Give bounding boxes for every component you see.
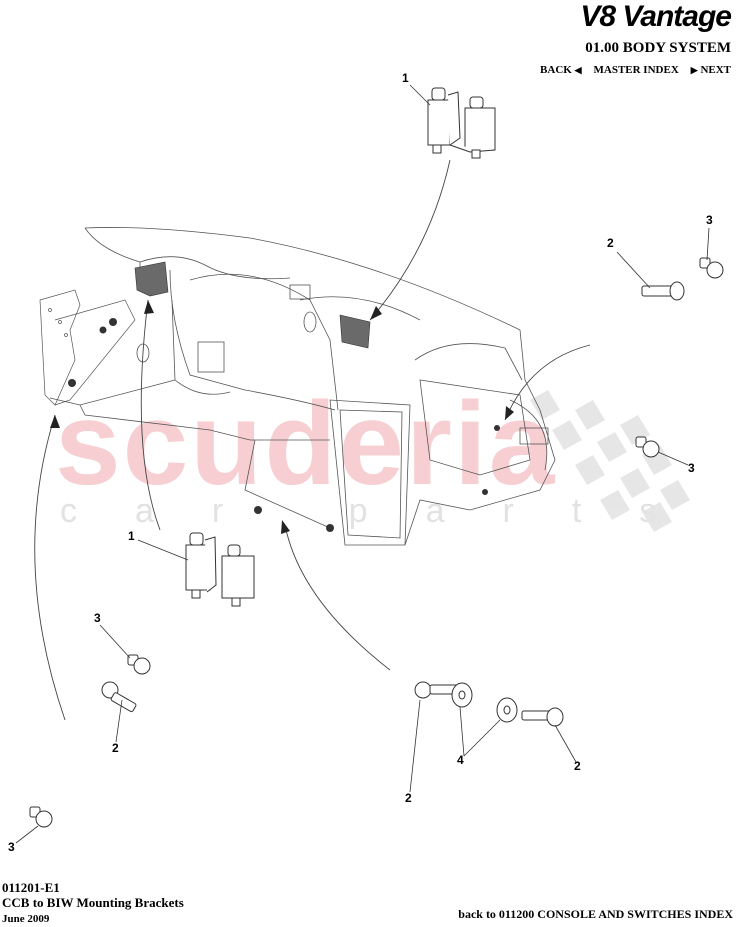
assembly-arrows bbox=[34, 159, 591, 721]
next-label: NEXT bbox=[700, 64, 731, 76]
callout-3-bottom-left: 3 bbox=[8, 840, 15, 854]
screw-bottom-left bbox=[29, 806, 53, 828]
arrow-heads bbox=[50, 300, 514, 534]
master-index-link[interactable]: MASTER INDEX bbox=[593, 64, 679, 76]
installed-brackets bbox=[134, 261, 371, 349]
callout-4-washers: 4 bbox=[457, 753, 464, 767]
dashboard-assembly bbox=[49, 227, 556, 546]
bracket-part-top bbox=[427, 87, 496, 159]
back-to-index-link[interactable]: back to 011200 CONSOLE AND SWITCHES INDE… bbox=[458, 907, 733, 921]
bolt-center bbox=[414, 681, 461, 699]
callout-1-top: 1 bbox=[402, 71, 409, 85]
flange-screw-parts bbox=[29, 257, 724, 828]
back-label: BACK bbox=[540, 64, 572, 76]
footer-info: 011201-E1 CCB to BIW Mounting Brackets J… bbox=[2, 880, 184, 927]
leader-lines bbox=[15, 84, 710, 844]
watermark-scuderia: scuderia bbox=[55, 378, 557, 510]
callout-1-bottom: 1 bbox=[128, 529, 135, 543]
screw-left bbox=[127, 654, 151, 675]
bolt-top-right bbox=[641, 281, 685, 301]
diagram-title: CCB to BIW Mounting Brackets bbox=[2, 895, 184, 910]
bolt-left bbox=[101, 681, 137, 713]
washer-parts bbox=[451, 682, 518, 723]
callout-2-top-right: 2 bbox=[607, 236, 614, 250]
triangle-right-icon: ▶ bbox=[690, 65, 698, 75]
left-side-bracket bbox=[39, 289, 136, 406]
diagram-date: June 2009 bbox=[2, 913, 50, 925]
diagram-code: 011201-E1 bbox=[2, 880, 60, 895]
navigation-bar: BACK ◀ MASTER INDEX ▶ NEXT bbox=[540, 64, 731, 76]
fastener-heads bbox=[68, 318, 500, 532]
back-link[interactable]: BACK ◀ bbox=[540, 64, 581, 76]
callout-3-left: 3 bbox=[94, 611, 101, 625]
bracket-part-bottom bbox=[185, 532, 255, 607]
callout-2-left: 2 bbox=[112, 741, 119, 755]
bolt-parts bbox=[101, 281, 685, 727]
checkered-flag-watermark bbox=[530, 390, 690, 532]
next-link[interactable]: ▶ NEXT bbox=[691, 64, 731, 76]
callout-3-top-right: 3 bbox=[706, 213, 713, 227]
screw-mid-right bbox=[635, 436, 660, 458]
callout-2-center: 2 bbox=[405, 791, 412, 805]
callout-3-mid-right: 3 bbox=[688, 461, 695, 475]
brand-logo: V8 Vantage bbox=[580, 0, 732, 33]
triangle-left-icon: ◀ bbox=[574, 65, 582, 75]
watermark-car-parts: car parts bbox=[60, 492, 715, 530]
callout-2-right: 2 bbox=[574, 759, 581, 773]
section-title: 01.00 BODY SYSTEM bbox=[585, 40, 731, 56]
screw-top-right bbox=[699, 257, 724, 279]
callout-labels: 1 2 3 3 1 3 2 2 4 2 3 bbox=[8, 71, 713, 854]
bolt-right bbox=[521, 707, 564, 727]
